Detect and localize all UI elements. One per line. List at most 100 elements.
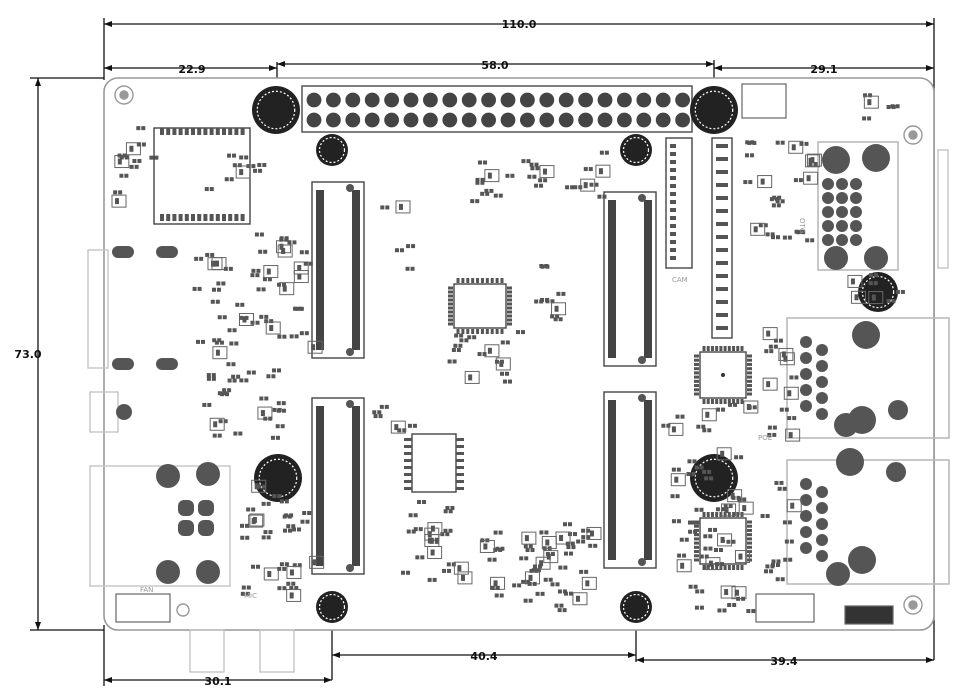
smd-pad	[377, 410, 382, 415]
dim-header-to-right: 29.1	[810, 63, 837, 76]
smd-part	[785, 428, 801, 442]
smd-pad	[483, 543, 488, 550]
ic-pin	[476, 278, 480, 283]
smd-pad	[284, 562, 289, 567]
smd-pad	[794, 375, 799, 380]
smd-pad	[220, 392, 225, 397]
smd-pad	[478, 160, 483, 165]
smd-pad	[394, 424, 399, 431]
standoff-ring	[256, 90, 296, 130]
smd-pad	[602, 194, 607, 199]
ic-pin	[507, 286, 512, 290]
smd-pad	[458, 343, 463, 348]
ic-pin	[485, 278, 489, 283]
connector-pad	[670, 232, 676, 236]
smd-pad	[699, 605, 704, 610]
rj45-pin	[800, 400, 812, 412]
smd-pad	[487, 557, 492, 562]
smd-pad	[805, 238, 810, 243]
smd-pad	[445, 506, 450, 511]
b2b-pin-strip	[352, 190, 360, 350]
smd-pad	[789, 539, 794, 544]
smd-part	[743, 400, 759, 414]
rj45-pin	[836, 206, 848, 218]
ic-pin	[747, 392, 752, 396]
smd-pad	[263, 530, 268, 535]
smd-pad	[764, 349, 769, 354]
ic-pin	[747, 354, 752, 358]
smd-pad	[702, 469, 707, 474]
through-hole-pads	[116, 144, 908, 586]
through-hole-pad	[888, 400, 908, 420]
smd-pad	[244, 155, 249, 160]
smd-pad	[554, 305, 559, 312]
smd-pad	[748, 180, 753, 185]
ic-pin	[448, 314, 453, 318]
smd-pad	[868, 93, 873, 98]
module-pad	[203, 214, 208, 221]
smd-pad	[767, 425, 772, 430]
dip-pin	[456, 473, 464, 476]
ic-pin	[747, 388, 752, 392]
smd-part	[850, 290, 866, 304]
smd-pad	[256, 268, 261, 273]
smd-pad	[422, 500, 427, 505]
smd-pad	[292, 527, 297, 532]
through-hole-pad	[886, 462, 906, 482]
rj45-pin	[800, 542, 812, 554]
ic-pin	[694, 541, 699, 545]
smd-pad	[430, 525, 435, 532]
ic-pin	[694, 358, 699, 362]
smd-pad	[297, 563, 302, 568]
smd-pad	[281, 408, 286, 413]
smd-part	[464, 370, 480, 384]
smd-pad	[304, 331, 309, 336]
dip-pin	[404, 466, 412, 469]
smd-part	[581, 576, 597, 590]
smd-pad	[442, 568, 447, 573]
smd-pad	[563, 591, 568, 596]
smd-part	[114, 155, 130, 169]
smd-pad	[490, 585, 495, 590]
header-pin	[306, 92, 322, 108]
ic-pin	[747, 528, 752, 532]
standoff-hole	[620, 134, 652, 166]
smd-pad	[670, 494, 675, 499]
smd-pad	[675, 414, 680, 419]
smd-pad	[137, 158, 142, 163]
smd-pad	[760, 178, 765, 185]
smd-pad	[275, 435, 280, 440]
smd-pad	[769, 197, 774, 202]
rj45-pin	[816, 392, 828, 404]
header-pin	[636, 112, 652, 128]
connector-pad	[716, 196, 728, 200]
smd-pad	[456, 348, 461, 353]
smd-pad	[581, 535, 586, 540]
smd-pad	[468, 374, 473, 381]
smd-pad	[695, 520, 700, 525]
rj45-pin	[800, 336, 812, 348]
module-pad	[166, 214, 171, 221]
smd-pad	[452, 359, 457, 364]
smd-part	[238, 313, 254, 327]
smd-pad	[289, 334, 294, 339]
smd-pad	[217, 315, 222, 320]
standoff-hole	[316, 591, 348, 623]
header-pin	[578, 92, 593, 108]
smd-pad	[784, 407, 789, 412]
header-pin	[364, 112, 380, 128]
ic-pin	[694, 384, 699, 388]
smd-pad	[406, 244, 411, 249]
dip-pin	[456, 466, 464, 469]
jack-pad	[198, 520, 214, 536]
smd-pad	[682, 553, 687, 558]
connector-pad	[716, 222, 728, 226]
smd-pad	[493, 547, 498, 552]
ic-pin	[456, 278, 460, 283]
smd-pad	[238, 431, 243, 436]
smd-pad	[694, 605, 699, 610]
ic-pin	[747, 362, 752, 366]
smd-pad	[715, 507, 720, 512]
ic-package-pins	[160, 128, 752, 570]
smd-pad	[779, 480, 784, 485]
